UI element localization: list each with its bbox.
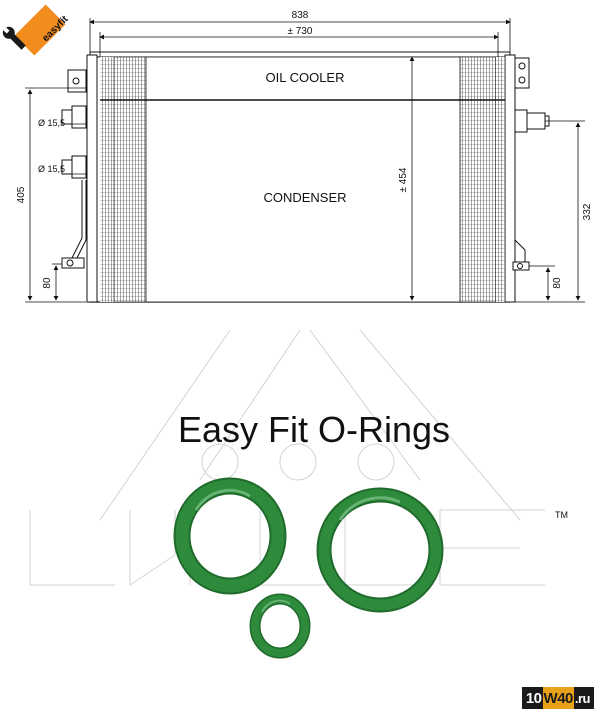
- dim-core-width: ± 730: [288, 26, 313, 37]
- easyfit-logo: easyfit: [2, 4, 71, 56]
- site-badge: 10 W40 .ru: [521, 687, 594, 709]
- o-ring-large-right: [316, 487, 444, 613]
- nrf-watermark: [29, 329, 545, 586]
- fin-block-left-outer: [100, 57, 114, 302]
- badge-part3: .ru: [573, 687, 594, 709]
- product-title: Easy Fit O-Rings: [178, 409, 450, 450]
- dim-overall-width: 838: [292, 10, 309, 21]
- condenser-label: CONDENSER: [263, 190, 346, 205]
- dim-right-height: 332: [582, 203, 593, 220]
- badge-part1: 10: [521, 687, 543, 709]
- o-rings: [173, 477, 444, 659]
- dimension-lines: [25, 18, 585, 303]
- o-ring-small: [249, 593, 311, 659]
- oil-cooler-label: OIL COOLER: [266, 70, 345, 85]
- trademark-mark: TM: [555, 510, 568, 520]
- o-ring-large-left: [173, 477, 287, 595]
- dim-left-height: 405: [16, 186, 27, 203]
- dim-core-height: ± 454: [398, 167, 409, 192]
- fin-block-right: [459, 56, 497, 303]
- condenser-drawing: OIL COOLER CONDENSER: [61, 51, 550, 303]
- dim-left-bottom: 80: [42, 277, 53, 289]
- badge-part2: W40: [542, 687, 574, 709]
- dimension-labels: 838 ± 730 ± 454 405 80 Ø 15,5 Ø 15,5 332…: [16, 10, 593, 289]
- wrench-icon: [2, 26, 26, 50]
- fin-block-left: [113, 56, 147, 303]
- dim-right-bottom: 80: [552, 277, 563, 289]
- dim-port-upper: Ø 15,5: [38, 118, 65, 128]
- dim-port-lower: Ø 15,5: [38, 164, 65, 174]
